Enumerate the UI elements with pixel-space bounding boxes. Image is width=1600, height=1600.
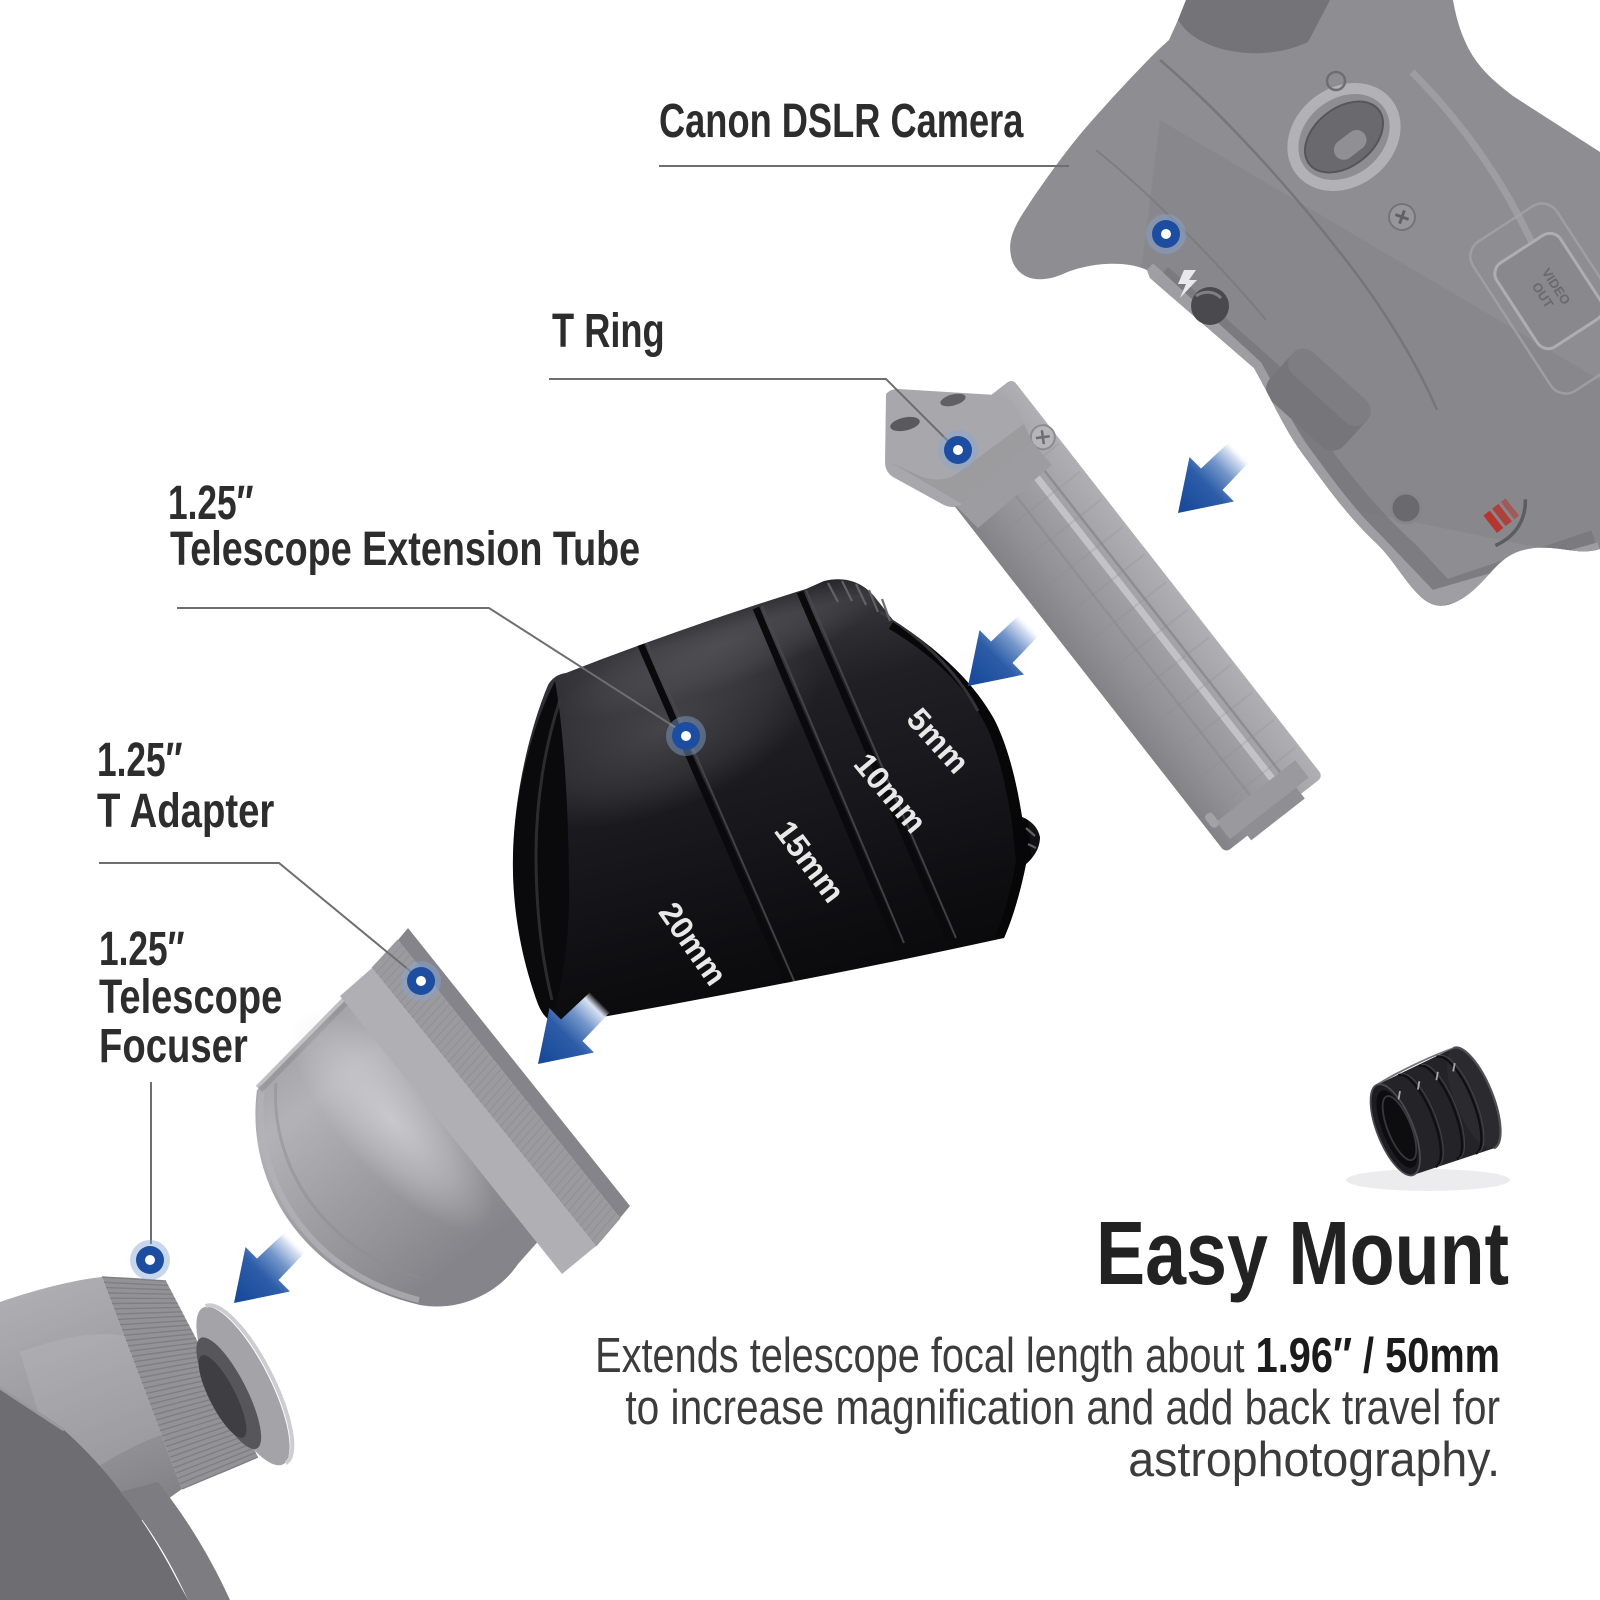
svg-text:T Ring: T Ring: [552, 305, 665, 358]
svg-text:1.25″: 1.25″: [99, 922, 185, 976]
svg-text:Easy Mount: Easy Mount: [1096, 1204, 1509, 1304]
svg-text:Telescope: Telescope: [99, 971, 282, 1024]
svg-text:to increase magnification and: to increase magnification and add back t…: [625, 1379, 1500, 1434]
svg-text:1.25″: 1.25″: [97, 733, 183, 787]
svg-text:Canon DSLR Camera: Canon DSLR Camera: [659, 95, 1024, 148]
svg-text:Extends telescope focal length: Extends telescope focal length about 1.9…: [595, 1329, 1500, 1383]
svg-text:1.25″: 1.25″: [168, 476, 254, 530]
svg-text:Telescope Extension Tube: Telescope Extension Tube: [170, 523, 640, 576]
svg-text:Focuser: Focuser: [99, 1020, 248, 1073]
svg-text:astrophotography.: astrophotography.: [1128, 1433, 1500, 1487]
svg-text:T Adapter: T Adapter: [97, 785, 274, 838]
